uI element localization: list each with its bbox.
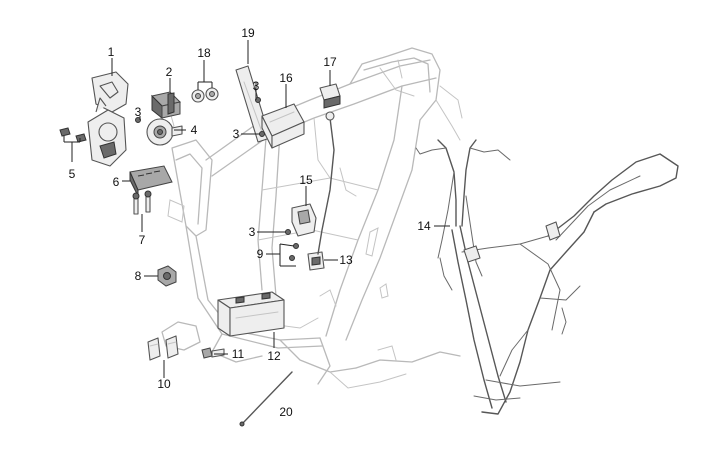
callout-1: 1 [108, 45, 115, 59]
callout-labels: 1 2 3 3 3 3 4 5 6 7 8 9 10 11 12 13 14 1… [69, 26, 431, 419]
callout-8: 8 [135, 269, 142, 283]
control-unit [261, 103, 305, 149]
ignition-lock-assembly [87, 71, 129, 167]
callout-2: 2 [166, 65, 173, 79]
callout-4: 4 [191, 123, 198, 137]
horn [146, 118, 183, 146]
callout-12: 12 [267, 349, 281, 363]
callout-20: 20 [279, 405, 293, 419]
callout-3a: 3 [135, 105, 142, 119]
callout-6: 6 [113, 175, 120, 189]
callout-16: 16 [279, 71, 293, 85]
starter-relay [291, 203, 317, 237]
hex-bolt [201, 347, 225, 359]
callout-3c: 3 [233, 127, 240, 141]
screw-set [135, 97, 299, 261]
callout-3d: 3 [249, 225, 256, 239]
chassis-frame [159, 47, 463, 389]
callout-19: 19 [241, 26, 255, 40]
callout-3b: 3 [253, 79, 260, 93]
callout-7: 7 [139, 233, 146, 247]
callout-14: 14 [417, 219, 431, 233]
switch-sensor [319, 83, 341, 109]
callout-10: 10 [157, 377, 171, 391]
small-screws [59, 127, 87, 143]
leader-lines [63, 40, 450, 378]
hex-nut [157, 265, 177, 287]
rod-cable [239, 371, 293, 427]
wiring-harness [415, 139, 679, 415]
wire-connector [307, 251, 325, 271]
callout-18: 18 [197, 46, 211, 60]
voltage-regulator [129, 165, 173, 197]
battery [217, 291, 285, 337]
callout-17: 17 [323, 55, 337, 69]
callout-5: 5 [69, 167, 76, 181]
callout-15: 15 [299, 173, 313, 187]
rubber-grommets [191, 87, 219, 103]
mounting-bolts [132, 190, 152, 215]
retaining-clips [147, 335, 179, 361]
callout-13: 13 [339, 253, 353, 267]
fuse-block [151, 91, 181, 120]
callout-11: 11 [232, 347, 245, 361]
ground-cable [317, 111, 335, 255]
callout-9: 9 [257, 247, 264, 261]
